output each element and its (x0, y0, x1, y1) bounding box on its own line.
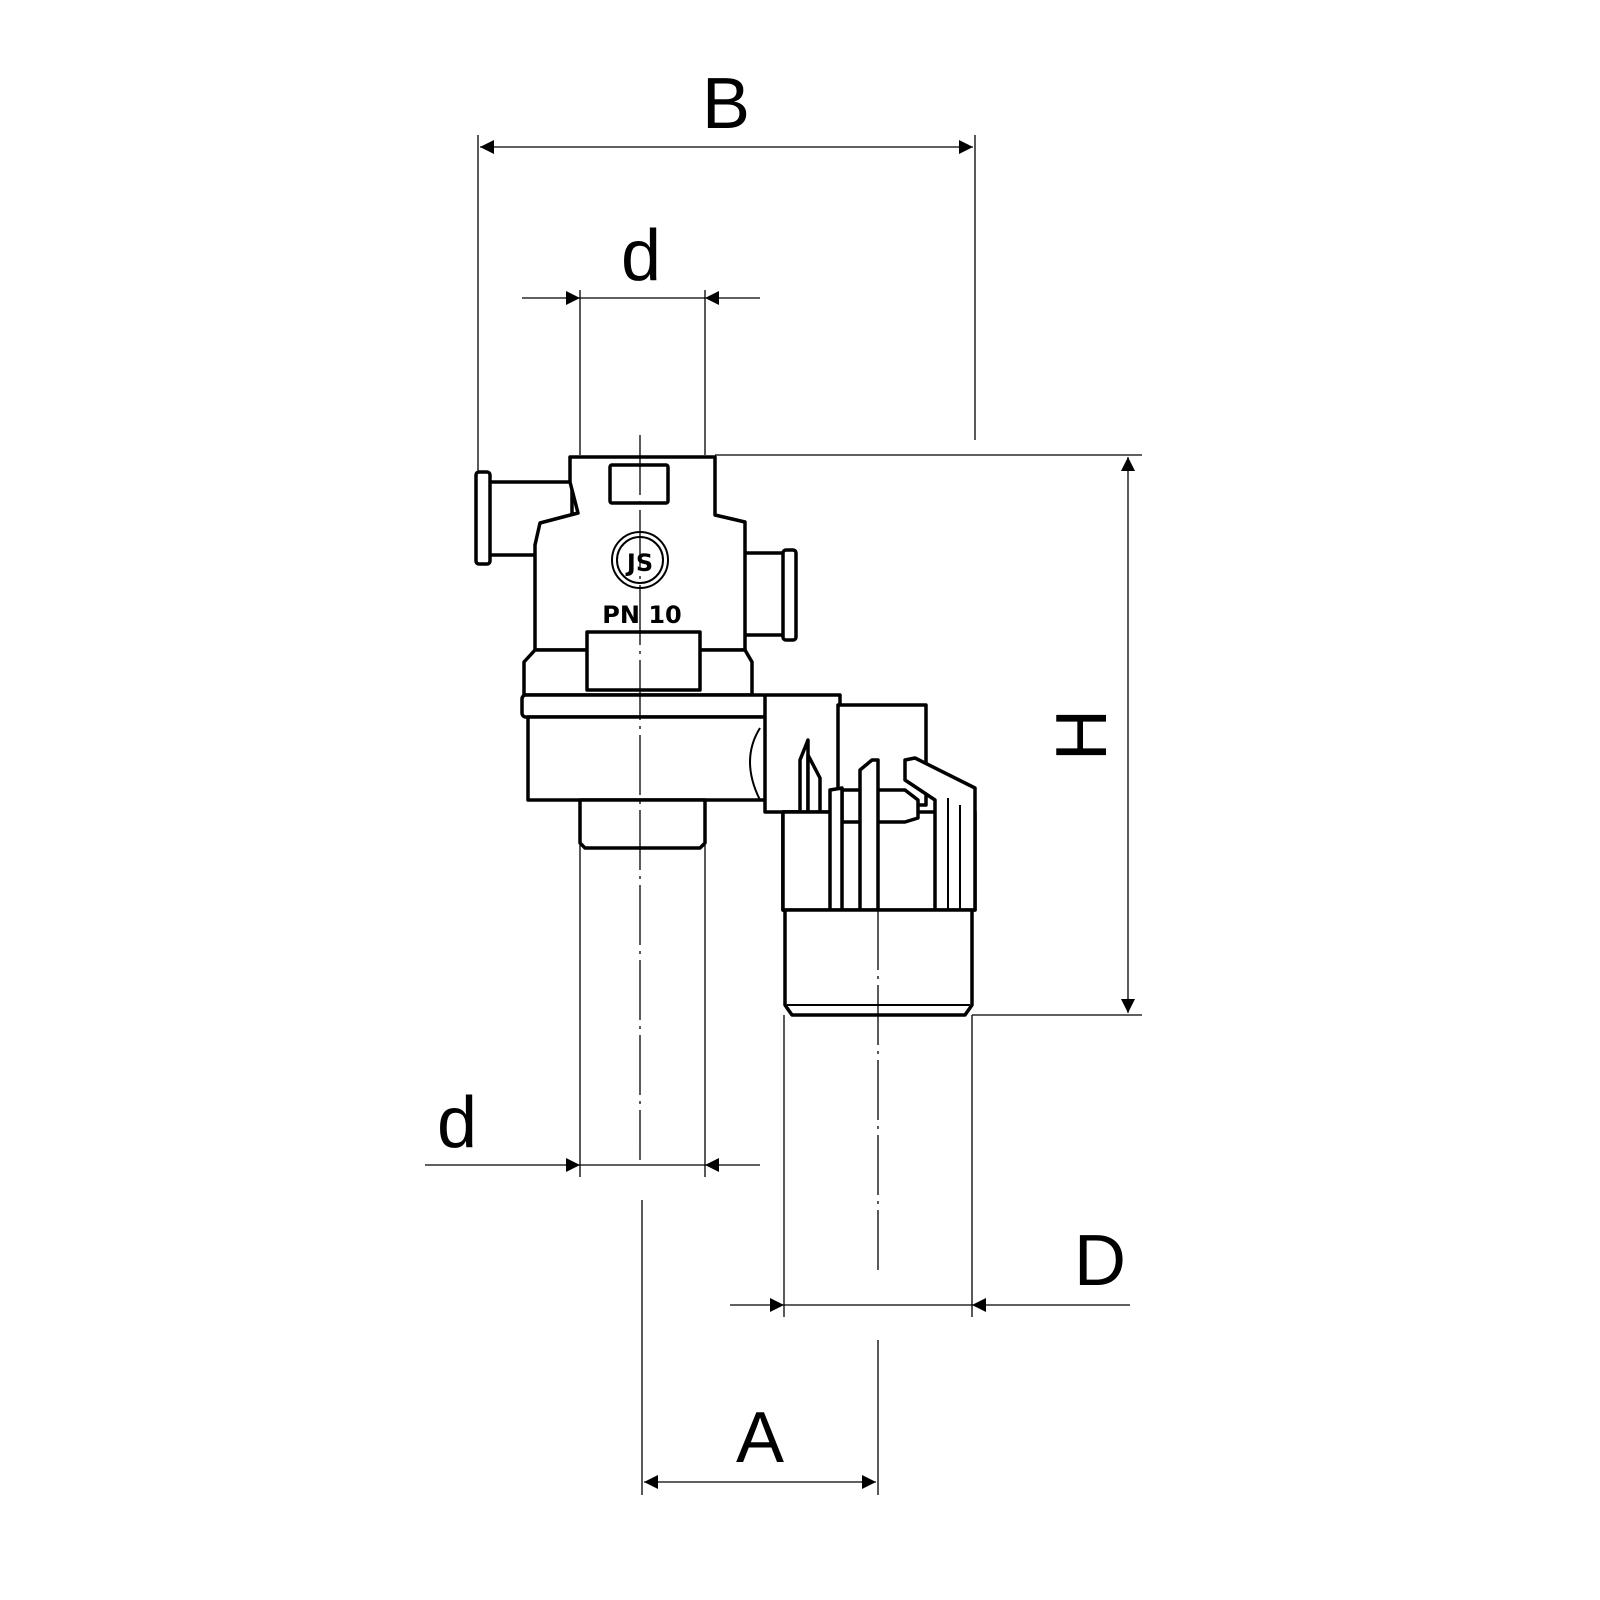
top-window (608, 463, 670, 505)
label-A: A (736, 1398, 784, 1478)
label-d-bottom: d (437, 1083, 477, 1163)
pressure-rating: PN 10 (602, 601, 681, 629)
label-d-top: d (621, 216, 661, 296)
valve-body: JS PN 10 (474, 455, 798, 850)
label-B: B (702, 64, 750, 144)
dimension-d-bottom: d (425, 845, 760, 1177)
dimension-H: H (715, 454, 1142, 1016)
left-nut (474, 470, 492, 566)
right-nut (781, 548, 798, 642)
svg-text:JS: JS (625, 549, 653, 577)
dimension-D: D (730, 1015, 1130, 1317)
dimension-d-top: d (522, 216, 760, 455)
push-fit-elbow (763, 693, 977, 1017)
label-H: H (1042, 709, 1122, 761)
dimension-B: B (477, 64, 976, 472)
label-D: D (1074, 1221, 1126, 1301)
dimension-A: A (641, 1200, 879, 1495)
